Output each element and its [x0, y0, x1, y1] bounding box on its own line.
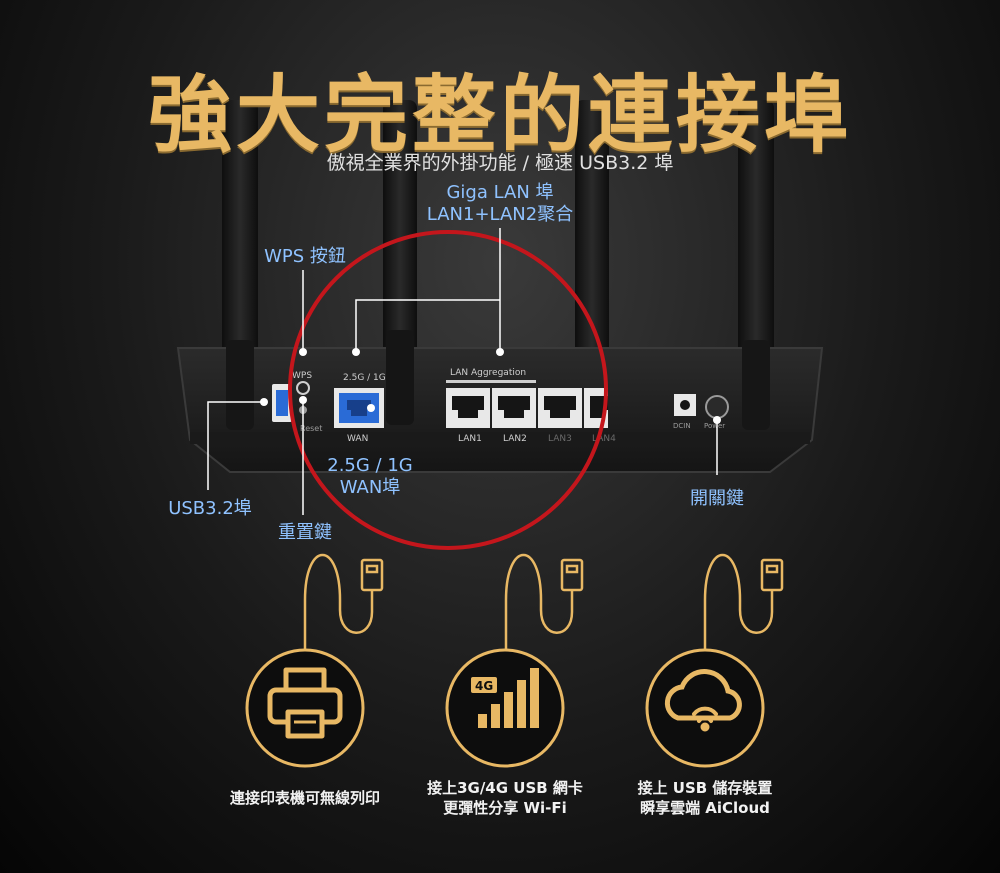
usb-plug-icon [360, 558, 384, 592]
callout-power: 開關鍵 [690, 488, 744, 509]
callout-wan-line1: 2.5G / 1G [327, 455, 413, 476]
usb-plugs [360, 558, 784, 592]
feature-caption-4g: 接上3G/4G USB 網卡 更彈性分享 Wi-Fi [405, 778, 605, 818]
wan-print: 2.5G / 1G [343, 373, 386, 383]
signal-4g-badge: 4G [475, 679, 493, 693]
feature-caption-line2: 瞬享雲端 AiCloud [640, 799, 770, 817]
callout-lines [207, 228, 718, 515]
feature-caption-cloud: 接上 USB 儲存裝置 瞬享雲端 AiCloud [605, 778, 805, 818]
callout-lan-line2: LAN1+LAN2聚合 [426, 204, 574, 225]
callout-lan-line1: Giga LAN 埠 [446, 182, 554, 203]
lan3-print: LAN3 [548, 434, 572, 444]
cloud-icon [664, 669, 742, 732]
wan-port-print: WAN [347, 434, 368, 444]
lan-group-print: LAN Aggregation [450, 368, 526, 378]
dcin-print: DCIN [673, 422, 691, 430]
usb-cables [303, 554, 774, 650]
highlight-circle [288, 230, 608, 550]
antenna-2 [383, 100, 417, 360]
lan4-print: LAN4 [592, 434, 616, 444]
signal-4g-icon: 4G [471, 668, 539, 728]
page-subtitle: 傲視全業界的外掛功能 / 極速 USB3.2 埠 [326, 152, 674, 174]
callout-dots [260, 348, 721, 424]
reset-print: Reset [300, 424, 322, 433]
usb-plug-icon [760, 558, 784, 592]
printer-icon [267, 667, 343, 739]
feature-caption-line1: 接上3G/4G USB 網卡 [427, 779, 583, 797]
feature-caption-line2: 更彈性分享 Wi-Fi [443, 799, 567, 817]
feature-caption-line1: 連接印表機可無線列印 [229, 789, 380, 807]
wps-print: WPS [292, 371, 312, 381]
power-button [705, 395, 729, 419]
callout-usb: USB3.2埠 [168, 498, 252, 519]
callout-wan: 2.5G / 1G WAN埠 [310, 455, 430, 499]
feature-caption-printer: 連接印表機可無線列印 [195, 788, 415, 808]
lan1-print: LAN1 [458, 434, 482, 444]
feature-caption-line1: 接上 USB 儲存裝置 [637, 779, 773, 797]
callout-lan: Giga LAN 埠 LAN1+LAN2聚合 [400, 182, 600, 226]
antenna-3 [575, 100, 609, 360]
lan2-print: LAN2 [503, 434, 527, 444]
wps-button [296, 381, 310, 395]
power-print: Power [704, 422, 725, 430]
callout-wps: WPS 按鈕 [264, 246, 346, 267]
callout-reset: 重置鍵 [278, 522, 332, 543]
callout-wan-line2: WAN埠 [339, 477, 401, 498]
usb-plug-icon [560, 558, 584, 592]
page-title: 強大完整的連接埠 [147, 66, 852, 164]
